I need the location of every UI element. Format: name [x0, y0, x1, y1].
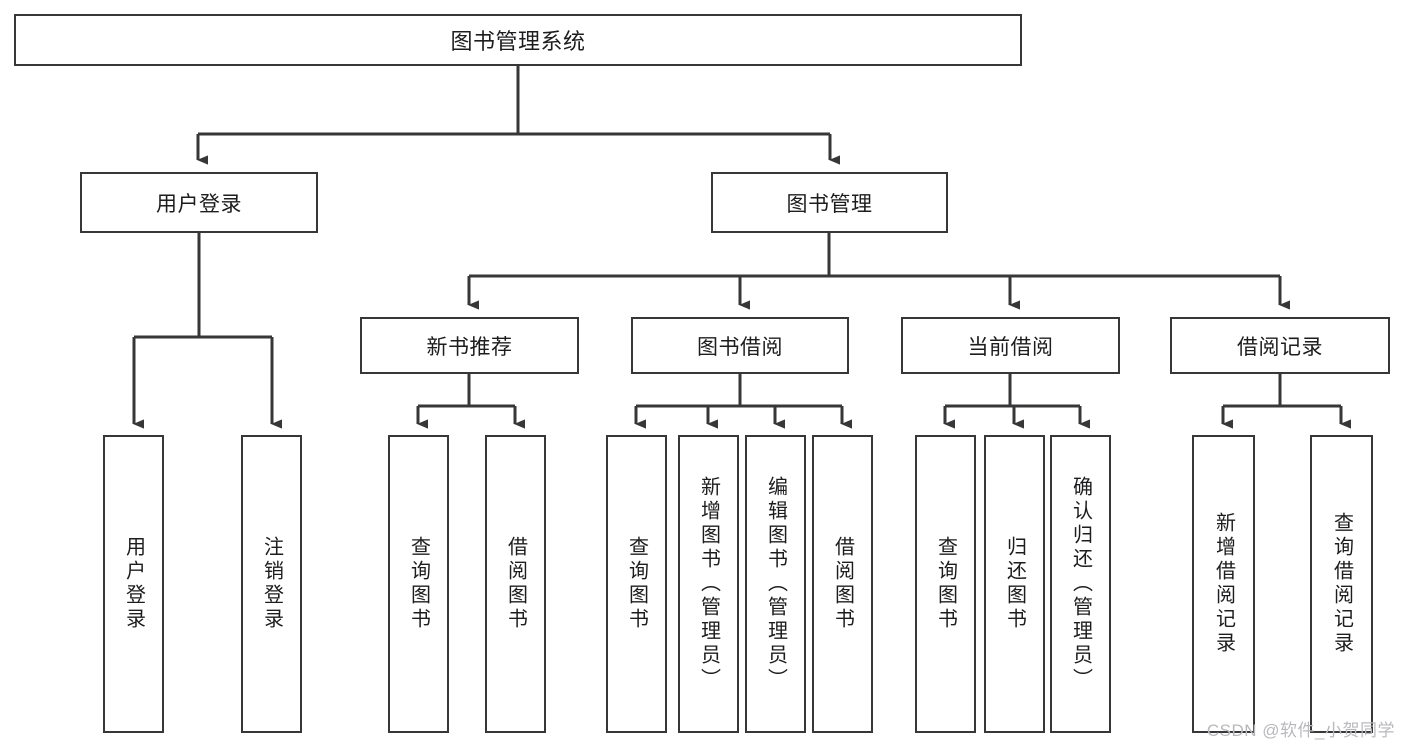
- leaf-label: 查询图书: [407, 536, 430, 632]
- leaf-node[interactable]: 用户登录: [103, 435, 164, 733]
- node-book-borrow-label: 图书借阅: [697, 335, 783, 359]
- leaf-node[interactable]: 借阅图书: [812, 435, 873, 733]
- node-book-management[interactable]: 图书管理: [711, 172, 948, 233]
- leaf-node[interactable]: 查询图书: [388, 435, 449, 733]
- leaf-node[interactable]: 归还图书: [984, 435, 1045, 733]
- leaf-node[interactable]: 查询图书: [915, 435, 976, 733]
- leaf-node[interactable]: 查询借阅记录: [1310, 435, 1373, 733]
- node-borrow-record[interactable]: 借阅记录: [1170, 317, 1390, 374]
- node-root[interactable]: 图书管理系统: [14, 14, 1022, 66]
- leaf-label: 用户登录: [122, 536, 145, 632]
- leaf-label: 新增借阅记录: [1212, 512, 1235, 656]
- node-new-book-recommend[interactable]: 新书推荐: [360, 317, 579, 374]
- node-book-management-label: 图书管理: [786, 192, 873, 216]
- leaf-label: 编辑图书（管理员）: [764, 476, 787, 692]
- node-borrow-record-label: 借阅记录: [1237, 335, 1323, 359]
- node-root-label: 图书管理系统: [450, 29, 586, 54]
- leaf-label: 注销登录: [260, 536, 283, 632]
- node-new-book-recommend-label: 新书推荐: [426, 335, 513, 359]
- leaf-label: 查询图书: [625, 536, 648, 632]
- leaf-label: 归还图书: [1003, 536, 1026, 632]
- leaf-label: 查询图书: [934, 536, 957, 632]
- leaf-label: 新增图书（管理员）: [697, 476, 720, 692]
- leaf-node[interactable]: 新增借阅记录: [1192, 435, 1255, 733]
- leaf-label: 借阅图书: [504, 536, 527, 632]
- leaf-node[interactable]: 确认归还（管理员）: [1050, 435, 1111, 733]
- leaf-label: 查询借阅记录: [1330, 512, 1353, 656]
- node-book-borrow[interactable]: 图书借阅: [631, 317, 849, 374]
- leaf-node[interactable]: 查询图书: [606, 435, 667, 733]
- watermark: CSDN @软件_小贺同学: [1206, 721, 1395, 740]
- leaf-label: 确认归还（管理员）: [1069, 476, 1092, 692]
- leaf-node[interactable]: 借阅图书: [485, 435, 546, 733]
- node-current-borrow-label: 当前借阅: [967, 335, 1054, 359]
- node-user-login[interactable]: 用户登录: [80, 172, 318, 233]
- leaf-node[interactable]: 编辑图书（管理员）: [745, 435, 806, 733]
- leaf-label: 借阅图书: [831, 536, 854, 632]
- node-current-borrow[interactable]: 当前借阅: [901, 317, 1120, 374]
- leaf-node[interactable]: 注销登录: [241, 435, 302, 733]
- node-user-login-label: 用户登录: [156, 192, 242, 216]
- leaf-node[interactable]: 新增图书（管理员）: [678, 435, 739, 733]
